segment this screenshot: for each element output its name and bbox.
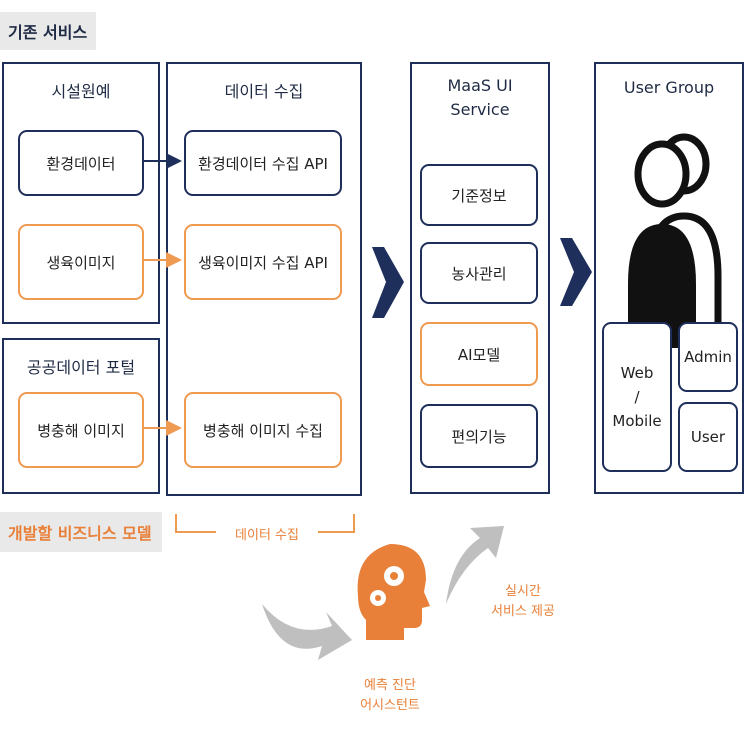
mobile-label: Mobile <box>612 412 662 430</box>
business-model-label: 개발할 비즈니스 모델 <box>0 512 162 552</box>
maas-title-line1: MaaS UI <box>447 76 513 95</box>
user-group-panel: User Group Web / Mobile Admin User <box>594 62 744 494</box>
bracket-label: 데이터 수집 <box>235 528 299 543</box>
collection-bracket <box>175 514 355 533</box>
user-group-icon <box>628 133 722 348</box>
gray-arrow-in <box>262 604 352 660</box>
pest-collect-box: 병충해 이미지 수집 <box>184 392 342 468</box>
user-box: User <box>678 402 738 472</box>
pest-image-box: 병충해 이미지 <box>18 392 144 468</box>
user-group-title: User Group <box>623 78 715 97</box>
maas-panel: MaaS UI Service 기준정보 농사관리 AI모델 편의기능 <box>410 62 550 494</box>
public-portal-panel: 공공데이터 포털 병충해 이미지 <box>2 338 160 494</box>
admin-box: Admin <box>678 322 738 392</box>
existing-service-label: 기존 서비스 <box>0 12 96 50</box>
web-mobile-box: Web / Mobile <box>602 322 672 472</box>
env-api-box: 환경데이터 수집 API <box>184 130 342 196</box>
big-arrow-1 <box>372 247 404 318</box>
gray-arrow-out <box>446 526 504 604</box>
maas-title-line2: Service <box>450 100 510 119</box>
facility-title: 시설원예 <box>51 82 111 101</box>
public-portal-title: 공공데이터 포털 <box>26 358 136 377</box>
web-label: Web <box>620 364 654 382</box>
assistant-label: 예측 진단 어시스턴트 <box>360 678 420 713</box>
data-collection-title: 데이터 수집 <box>224 82 304 101</box>
realtime-label: 실시간 서비스 제공 <box>491 584 555 619</box>
maas-item-standard-info: 기준정보 <box>420 164 538 226</box>
facility-panel: 시설원예 환경데이터 생육이미지 <box>2 62 160 324</box>
maas-item-farm-management: 농사관리 <box>420 242 538 304</box>
maas-item-convenience: 편의기능 <box>420 404 538 468</box>
web-slash: / <box>634 388 640 406</box>
maas-item-ai-model: AI모델 <box>420 322 538 386</box>
data-collection-panel: 데이터 수집 환경데이터 수집 API 생육이미지 수집 API 병충해 이미지… <box>166 62 362 496</box>
growth-api-box: 생육이미지 수집 API <box>184 224 342 300</box>
assistant-head-icon <box>357 544 430 640</box>
big-arrow-2 <box>560 238 592 306</box>
growth-image-box: 생육이미지 <box>18 224 144 300</box>
env-data-box: 환경데이터 <box>18 130 144 196</box>
